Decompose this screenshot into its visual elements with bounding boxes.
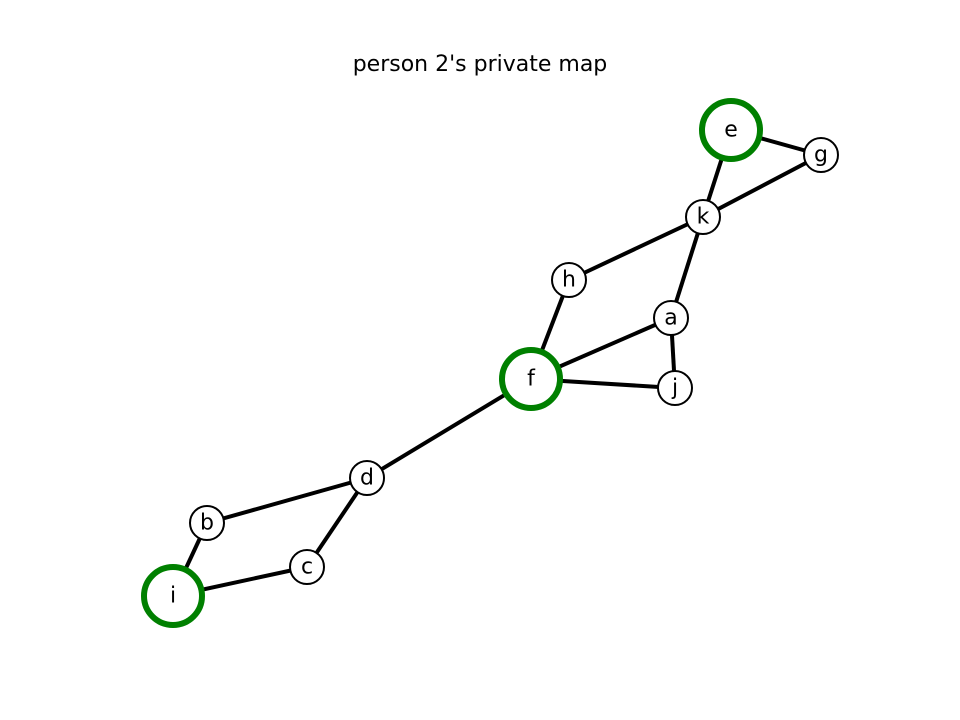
- node-a: a: [653, 300, 689, 336]
- node-k: k: [685, 199, 721, 235]
- node-circle-k: [685, 199, 721, 235]
- node-f: f: [499, 347, 563, 411]
- node-circle-b: [189, 505, 225, 541]
- edge-g-k: [702, 153, 822, 219]
- node-label-h: h: [562, 268, 576, 293]
- node-circle-i: [141, 564, 205, 628]
- node-j: j: [657, 370, 693, 406]
- edge-d-b: [206, 476, 368, 525]
- node-circle-c: [289, 549, 325, 585]
- node-b: b: [189, 505, 225, 541]
- node-label-j: j: [671, 376, 678, 401]
- node-label-i: i: [170, 584, 176, 609]
- node-label-g: g: [814, 143, 828, 168]
- node-i: i: [141, 564, 205, 628]
- node-circle-a: [653, 300, 689, 336]
- node-g: g: [803, 137, 839, 173]
- graph-title: person 2's private map: [352, 52, 608, 77]
- node-label-k: k: [697, 205, 710, 230]
- node-label-e: e: [724, 118, 738, 143]
- node-e: e: [699, 98, 763, 162]
- edge-k-h: [568, 215, 704, 282]
- node-h: h: [551, 262, 587, 298]
- node-d: d: [349, 460, 385, 496]
- node-circle-d: [349, 460, 385, 496]
- nodes-layer: a b c d e f g h i j k: [141, 98, 839, 628]
- node-circle-e: [699, 98, 763, 162]
- node-c: c: [289, 549, 325, 585]
- node-label-c: c: [301, 555, 313, 580]
- node-label-b: b: [200, 511, 214, 536]
- node-label-f: f: [527, 367, 536, 392]
- node-circle-h: [551, 262, 587, 298]
- node-circle-j: [657, 370, 693, 406]
- node-circle-f: [499, 347, 563, 411]
- node-circle-g: [803, 137, 839, 173]
- node-label-a: a: [664, 306, 677, 331]
- node-label-d: d: [360, 466, 374, 491]
- edges-layer: [171, 128, 822, 598]
